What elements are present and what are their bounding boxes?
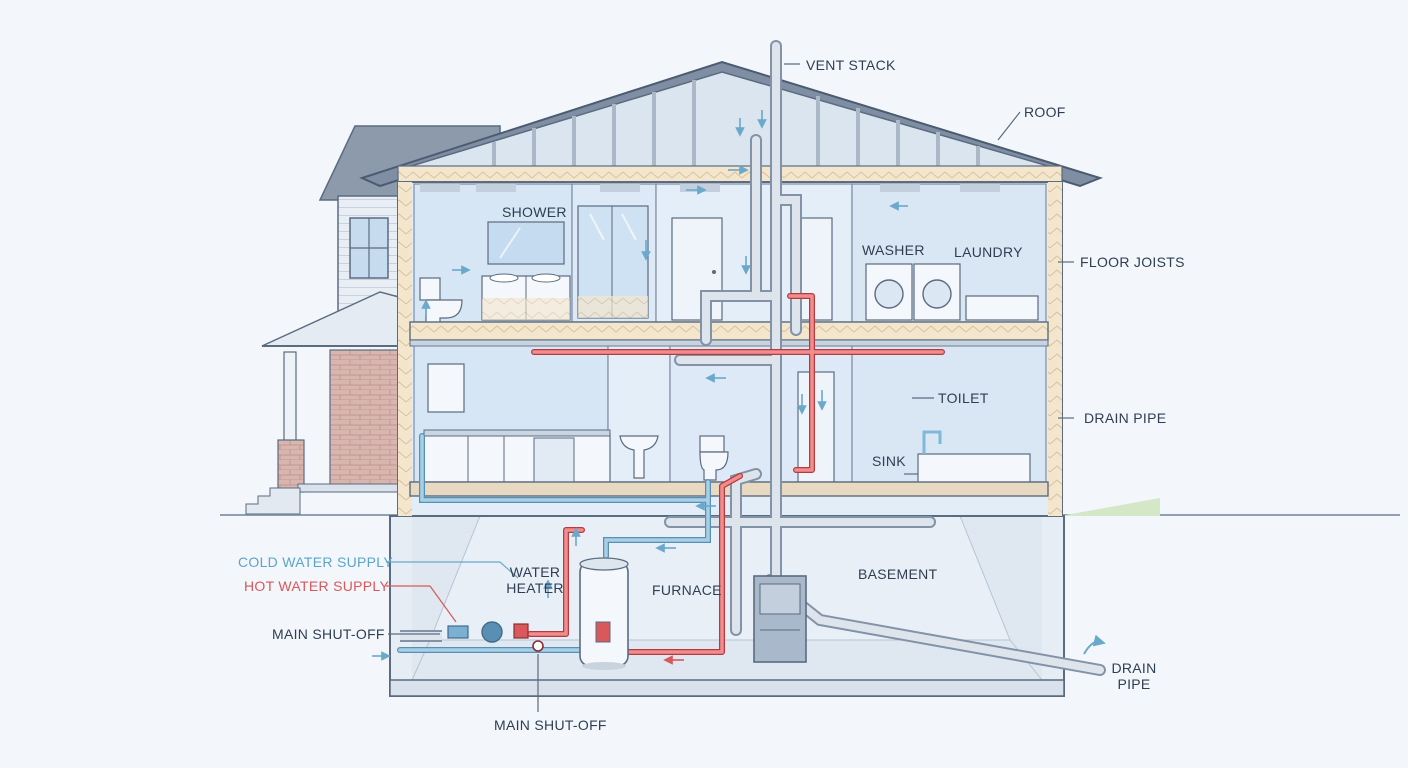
hot-water-supply-label: HOT WATER SUPPLY [244,578,390,594]
floor-joists-slab [409,321,1049,347]
grass-patch [1060,498,1160,516]
roof [359,60,1104,188]
main-shutoff-bottom-label: MAIN SHUT-OFF [494,717,607,733]
basement-label: BASEMENT [858,566,938,582]
sink-label: SINK [872,453,906,469]
drain-pipe-exit-label-line2: PIPE [1117,676,1151,692]
washer-label: WASHER [862,242,925,258]
cold-water-pipes [397,433,711,653]
drain-pipe-exit-label: DRAIN PIPE [1104,660,1164,692]
vent-stack-label: VENT STACK [806,57,896,73]
drain-pipe-exit-label-line1: DRAIN [1111,660,1157,676]
lower-floor [409,345,1049,497]
floor-joists-label: FLOOR JOISTS [1080,254,1185,270]
shower-label: SHOWER [502,204,567,220]
water-heater-label-line2: HEATER [506,580,564,596]
water-meter [400,621,544,652]
main-shutoff-left-label: MAIN SHUT-OFF [272,626,385,642]
leader-lines [386,63,1074,712]
basement [389,515,1065,697]
roof-label: ROOF [1024,104,1066,120]
drain-exit-arrow-icon [1083,634,1106,655]
toilet-label: TOILET [938,390,989,406]
drain-vent-pipes [664,40,1106,676]
water-heater-label-line1: WATER [509,564,561,580]
drain-pipe-label: DRAIN PIPE [1084,410,1167,426]
arrow-icon [372,110,908,661]
furnace [753,575,807,663]
water-heater-label: WATER HEATER [500,564,570,596]
hot-water-pipes [527,293,945,655]
water-heater [579,557,629,670]
furnace-label: FURNACE [652,582,722,598]
laundry-label: LAUNDRY [954,244,1023,260]
side-wing [245,125,501,515]
cold-water-supply-label: COLD WATER SUPPLY [238,554,393,570]
